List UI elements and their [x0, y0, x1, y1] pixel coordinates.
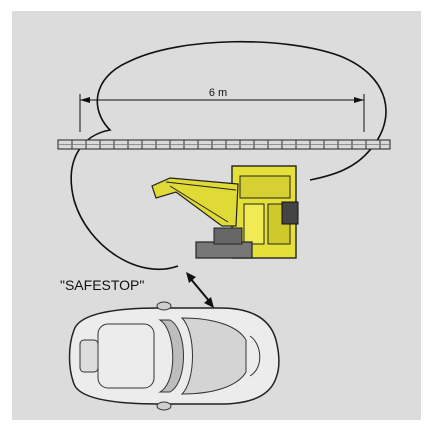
dimension-line: [79, 94, 365, 132]
arrowhead-left: [80, 97, 90, 103]
distance-arrow: [186, 272, 214, 308]
rail-track: [57, 139, 391, 150]
rail-machine: [151, 165, 299, 259]
dimension-label: 6 m: [209, 87, 227, 99]
car: [68, 301, 280, 411]
safety-zone-boundary: [70, 40, 387, 271]
safestop-label: "SAFESTOP": [60, 277, 144, 293]
arrowhead-right: [354, 97, 364, 103]
